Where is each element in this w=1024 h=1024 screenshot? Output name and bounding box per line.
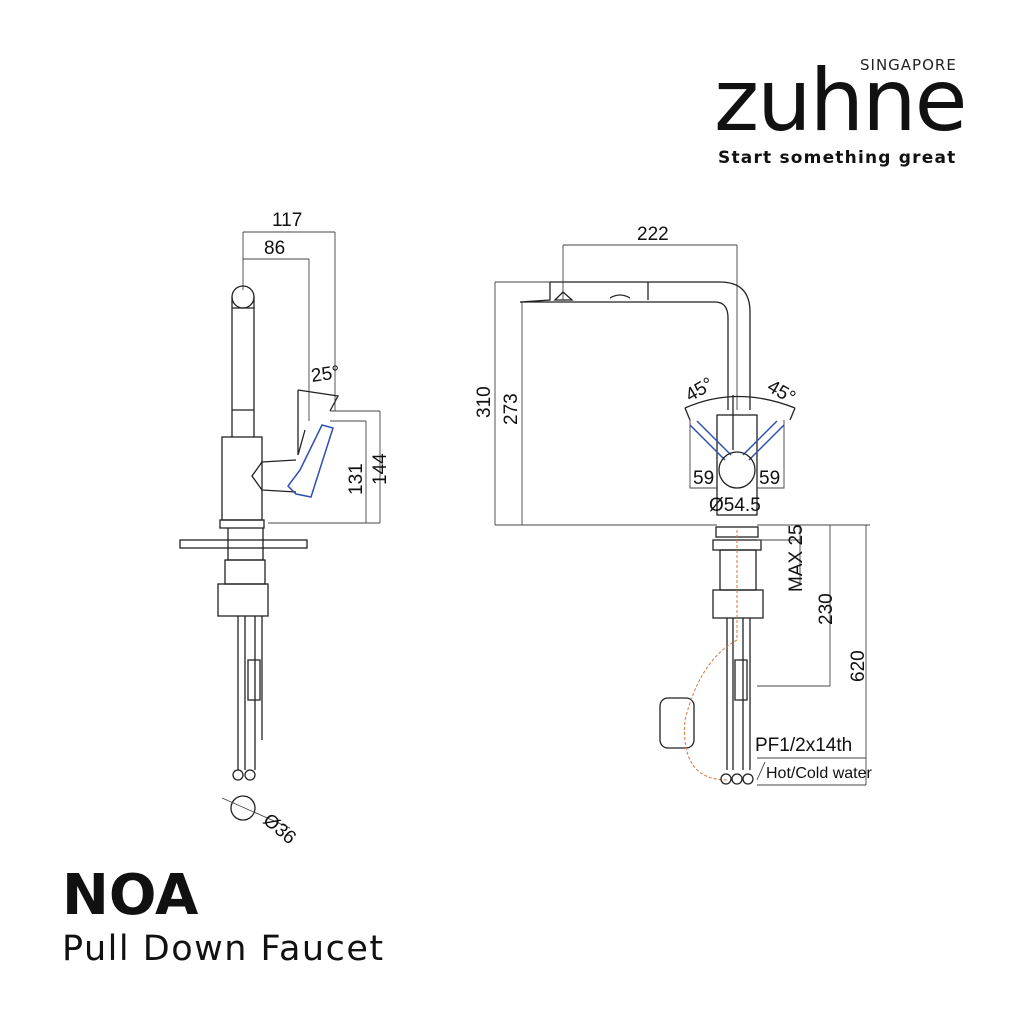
dim-left-angle: 45°: [682, 374, 717, 407]
dim-hole-diameter: Ø36: [259, 810, 300, 849]
dim-reach-total: 117: [272, 210, 302, 231]
dim-handle-height-high: 144: [370, 453, 391, 485]
dim-hose-length: 620: [848, 650, 869, 682]
dim-reach-inner: 86: [264, 238, 285, 259]
dim-spout-reach: 222: [637, 224, 669, 245]
product-name: NOA: [62, 863, 199, 928]
brand-tagline: Start something great: [718, 148, 957, 168]
brand-region: SINGAPORE: [860, 56, 957, 74]
dim-shank-length: 230: [816, 593, 837, 625]
front-view: 222 310 273 45° 45° 59 59 Ø54.5 MAX 25 2…: [474, 224, 872, 786]
dim-right-angle: 45°: [764, 376, 799, 409]
dim-body-diameter: Ø54.5: [709, 495, 761, 516]
dim-handle-angle: 25°: [310, 362, 341, 387]
dim-right-swing: 59: [759, 468, 780, 489]
dim-left-swing: 59: [693, 468, 714, 489]
water-label: Hot/Cold water: [766, 765, 872, 782]
dim-handle-height-low: 131: [346, 463, 367, 495]
dim-max-deck: MAX 25: [786, 524, 807, 592]
dim-total-height: 310: [474, 386, 495, 418]
dim-spout-height: 273: [501, 393, 522, 425]
thread-spec: PF1/2x14th: [755, 735, 852, 756]
side-view: Ø36 117 86 25° 131 144: [179, 210, 391, 849]
product-type: Pull Down Faucet: [62, 929, 385, 969]
brand-logo: zuhne: [714, 51, 968, 151]
